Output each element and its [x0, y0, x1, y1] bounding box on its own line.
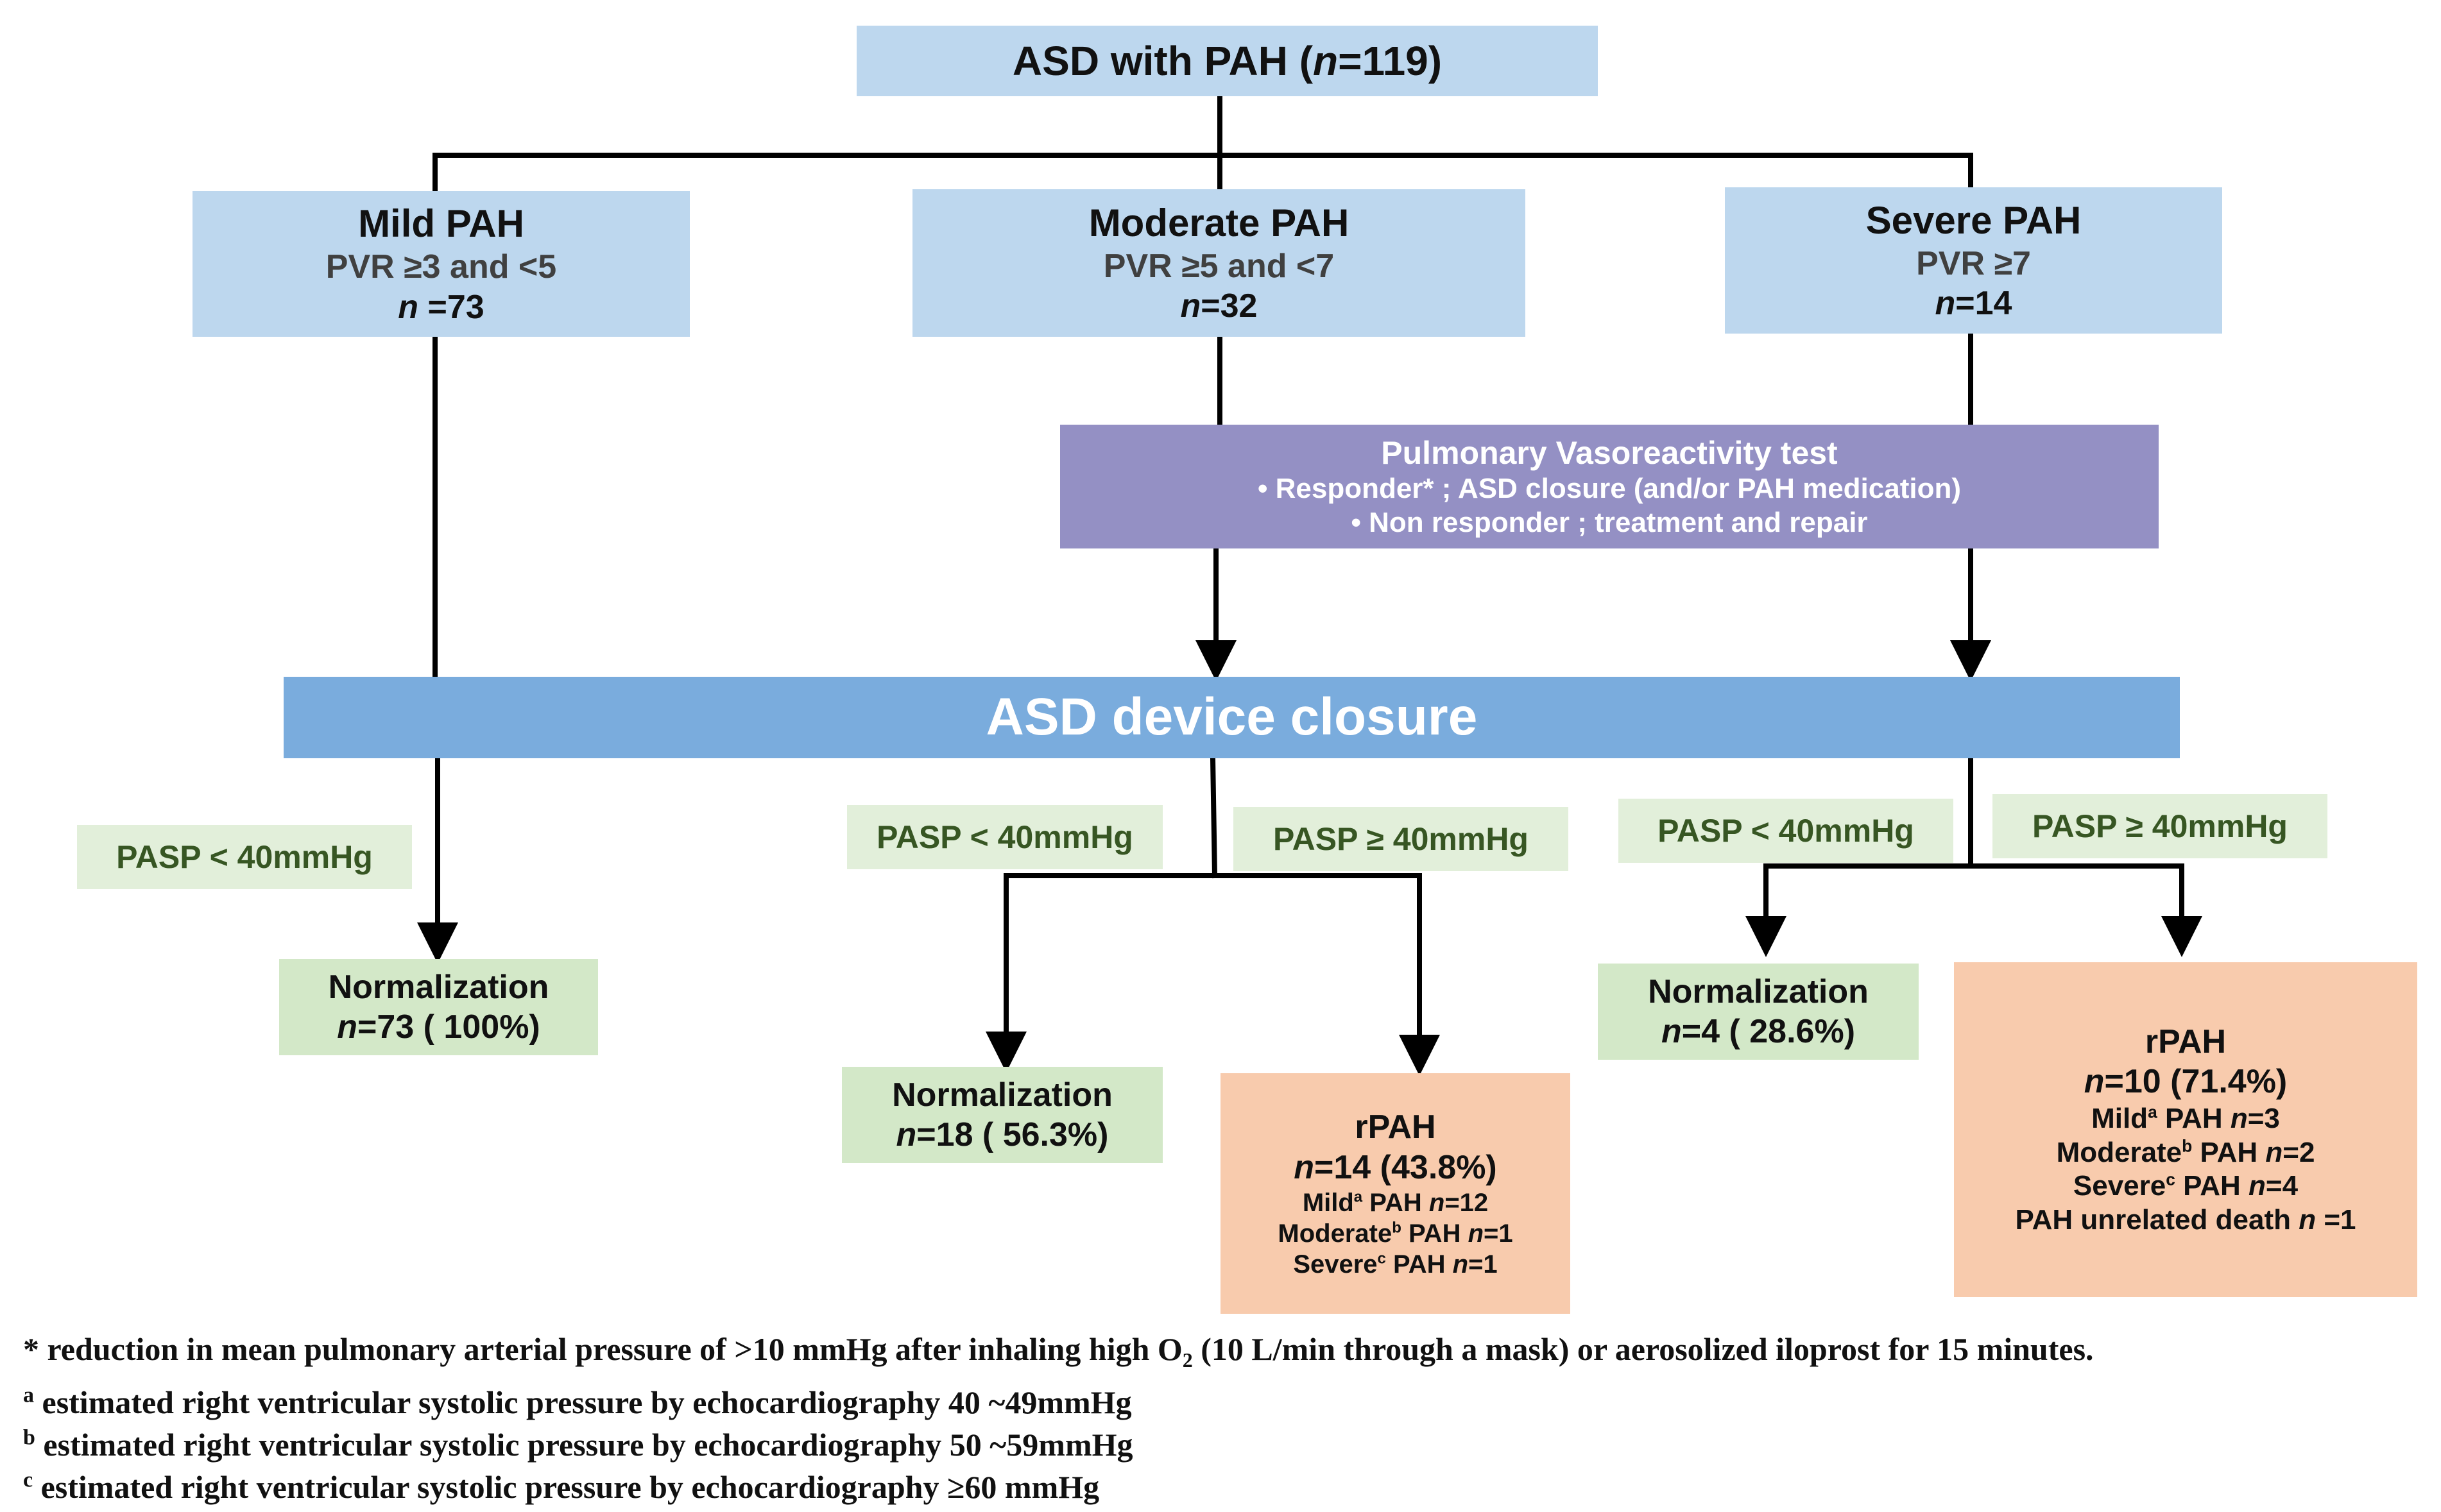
root-box: ASD with PAH (n=119)	[857, 26, 1598, 96]
severe-criteria: PVR ≥7	[1916, 244, 2031, 282]
mild-pah-box: Mild PAH PVR ≥3 and <5 n =73	[193, 191, 690, 337]
vasoreactivity-test-box: Pulmonary Vasoreactivity test • Responde…	[1060, 425, 2159, 548]
rpah-unrelated-death-item: PAH unrelated death n =1	[2015, 1204, 2356, 1236]
outcome-title: Normalization	[892, 1076, 1113, 1114]
footnote-c: c estimated right ventricular systolic p…	[23, 1468, 1100, 1505]
rpah-mild-item: Milda PAH n=3	[2091, 1102, 2280, 1134]
severe-pah-box: Severe PAH PVR ≥7 n=14	[1725, 187, 2222, 334]
mild-normalization-box: Normalization n=73 ( 100%)	[279, 959, 598, 1055]
mild-criteria: PVR ≥3 and <5	[325, 248, 557, 286]
pasp-label-text: PASP < 40mmHg	[1657, 813, 1914, 849]
pasp-label-severe-low: PASP < 40mmHg	[1618, 799, 1953, 863]
outcome-count: n=4 ( 28.6%)	[1661, 1013, 1856, 1050]
outcome-count: n=18 ( 56.3%)	[896, 1116, 1109, 1153]
vasoreactivity-title: Pulmonary Vasoreactivity test	[1381, 434, 1838, 471]
asd-device-closure-band: ASD device closure	[284, 677, 2180, 758]
pasp-label-mild-low: PASP < 40mmHg	[77, 825, 412, 889]
mild-count: n =73	[398, 288, 484, 326]
rpah-moderate-item: Moderateb PAH n=2	[2056, 1135, 2315, 1168]
moderate-criteria: PVR ≥5 and <7	[1103, 247, 1335, 285]
pasp-label-text: PASP ≥ 40mmHg	[2032, 808, 2288, 844]
outcome-title: Normalization	[1648, 973, 1869, 1010]
root-label: ASD with PAH (n=119)	[1012, 37, 1443, 84]
rpah-moderate-item: Moderateb PAH n=1	[1278, 1219, 1513, 1248]
footnote-b: b estimated right ventricular systolic p…	[23, 1425, 1133, 1463]
rpah-severe-item: Severec PAH n=4	[2073, 1169, 2299, 1202]
pasp-label-severe-high: PASP ≥ 40mmHg	[1992, 794, 2327, 858]
rpah-count: n=10 (71.4%)	[2084, 1063, 2288, 1101]
outcome-count: n=73 ( 100%)	[337, 1008, 540, 1046]
severe-normalization-box: Normalization n=4 ( 28.6%)	[1598, 964, 1919, 1060]
mild-title: Mild PAH	[358, 202, 524, 246]
moderate-count: n=32	[1180, 287, 1258, 325]
pasp-label-text: PASP < 40mmHg	[877, 819, 1133, 855]
rpah-title: rPAH	[2145, 1023, 2227, 1061]
footnote-responder: * reduction in mean pulmonary arterial p…	[23, 1331, 2094, 1372]
rpah-mild-item: Milda PAH n=12	[1302, 1188, 1489, 1217]
moderate-outcome-stem	[1210, 755, 1218, 879]
moderate-rpah-box: rPAH n=14 (43.8%) Milda PAH n=12 Moderat…	[1220, 1073, 1570, 1314]
footnote-a: a estimated right ventricular systolic p…	[23, 1383, 1132, 1420]
severe-title: Severe PAH	[1865, 198, 2082, 242]
rpah-title: rPAH	[1355, 1109, 1436, 1146]
moderate-title: Moderate PAH	[1088, 201, 1349, 244]
pasp-label-text: PASP ≥ 40mmHg	[1273, 821, 1529, 857]
pasp-label-moderate-low: PASP < 40mmHg	[847, 805, 1163, 869]
moderate-pah-box: Moderate PAH PVR ≥5 and <7 n=32	[912, 189, 1525, 337]
pasp-label-moderate-high: PASP ≥ 40mmHg	[1233, 807, 1568, 871]
vasoreactivity-non-responder: • Non responder ; treatment and repair	[1351, 506, 1868, 538]
vasoreactivity-responder: • Responder* ; ASD closure (and/or PAH m…	[1257, 472, 1961, 504]
rpah-count: n=14 (43.8%)	[1294, 1148, 1497, 1186]
severe-count: n=14	[1935, 285, 2012, 322]
footnotes: * reduction in mean pulmonary arterial p…	[23, 1328, 2094, 1508]
severe-rpah-box: rPAH n=10 (71.4%) Milda PAH n=3 Moderate…	[1954, 962, 2417, 1297]
moderate-normalization-box: Normalization n=18 ( 56.3%)	[842, 1067, 1163, 1163]
rpah-severe-item: Severec PAH n=1	[1293, 1250, 1498, 1278]
closure-label: ASD device closure	[986, 688, 1478, 747]
outcome-title: Normalization	[328, 968, 549, 1006]
pasp-label-text: PASP < 40mmHg	[116, 839, 373, 875]
